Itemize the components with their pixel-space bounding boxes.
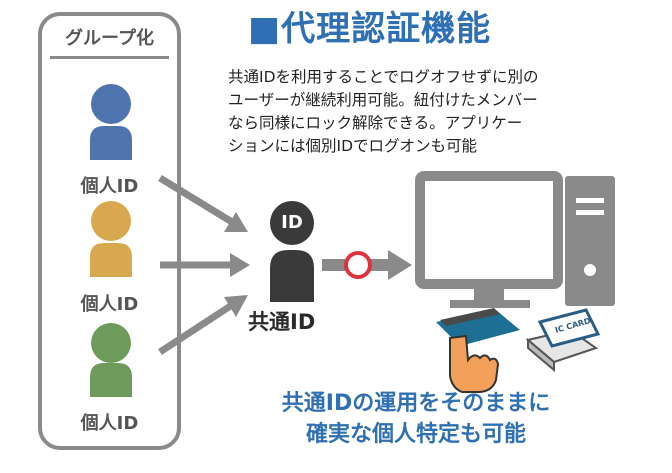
description-line-4: ションには個別IDでログオンも可能 [228, 137, 478, 155]
pc-tower-icon [565, 176, 615, 306]
card-reader-hand-icon [436, 308, 520, 393]
description-line-2: ユーザーが継続利用可能。紐付けたメンバー [228, 91, 538, 109]
caption-line-2: 確実な個人特定も可能 [305, 422, 526, 447]
person-icon-2 [90, 201, 132, 277]
personal-id-label-3: 個人ID [80, 413, 139, 434]
shared-id-label: 共通ID [248, 310, 316, 334]
page-title: ■代理認証機能 [248, 9, 492, 49]
shared-id-person-icon [270, 201, 314, 302]
personal-id-label-2: 個人ID [80, 294, 139, 315]
group-title: グループ化 [65, 28, 154, 49]
person-icon-1 [90, 84, 132, 160]
description-line-1: 共通IDを利用することでログオフせずに別の [228, 68, 539, 86]
group-divider [50, 56, 169, 59]
ic-card-icon [525, 308, 601, 373]
login-arrow [322, 250, 412, 280]
description-line-3: なら同様にロック解除できる。アプリケー [228, 114, 523, 132]
caption-line-1: 共通IDの運用をそのままに [281, 391, 551, 416]
personal-id-label-1: 個人ID [80, 176, 139, 197]
shared-id-badge: ID [281, 212, 303, 233]
arrows-to-shared [158, 175, 250, 355]
person-icon-3 [90, 323, 132, 397]
monitor-icon [415, 171, 563, 308]
